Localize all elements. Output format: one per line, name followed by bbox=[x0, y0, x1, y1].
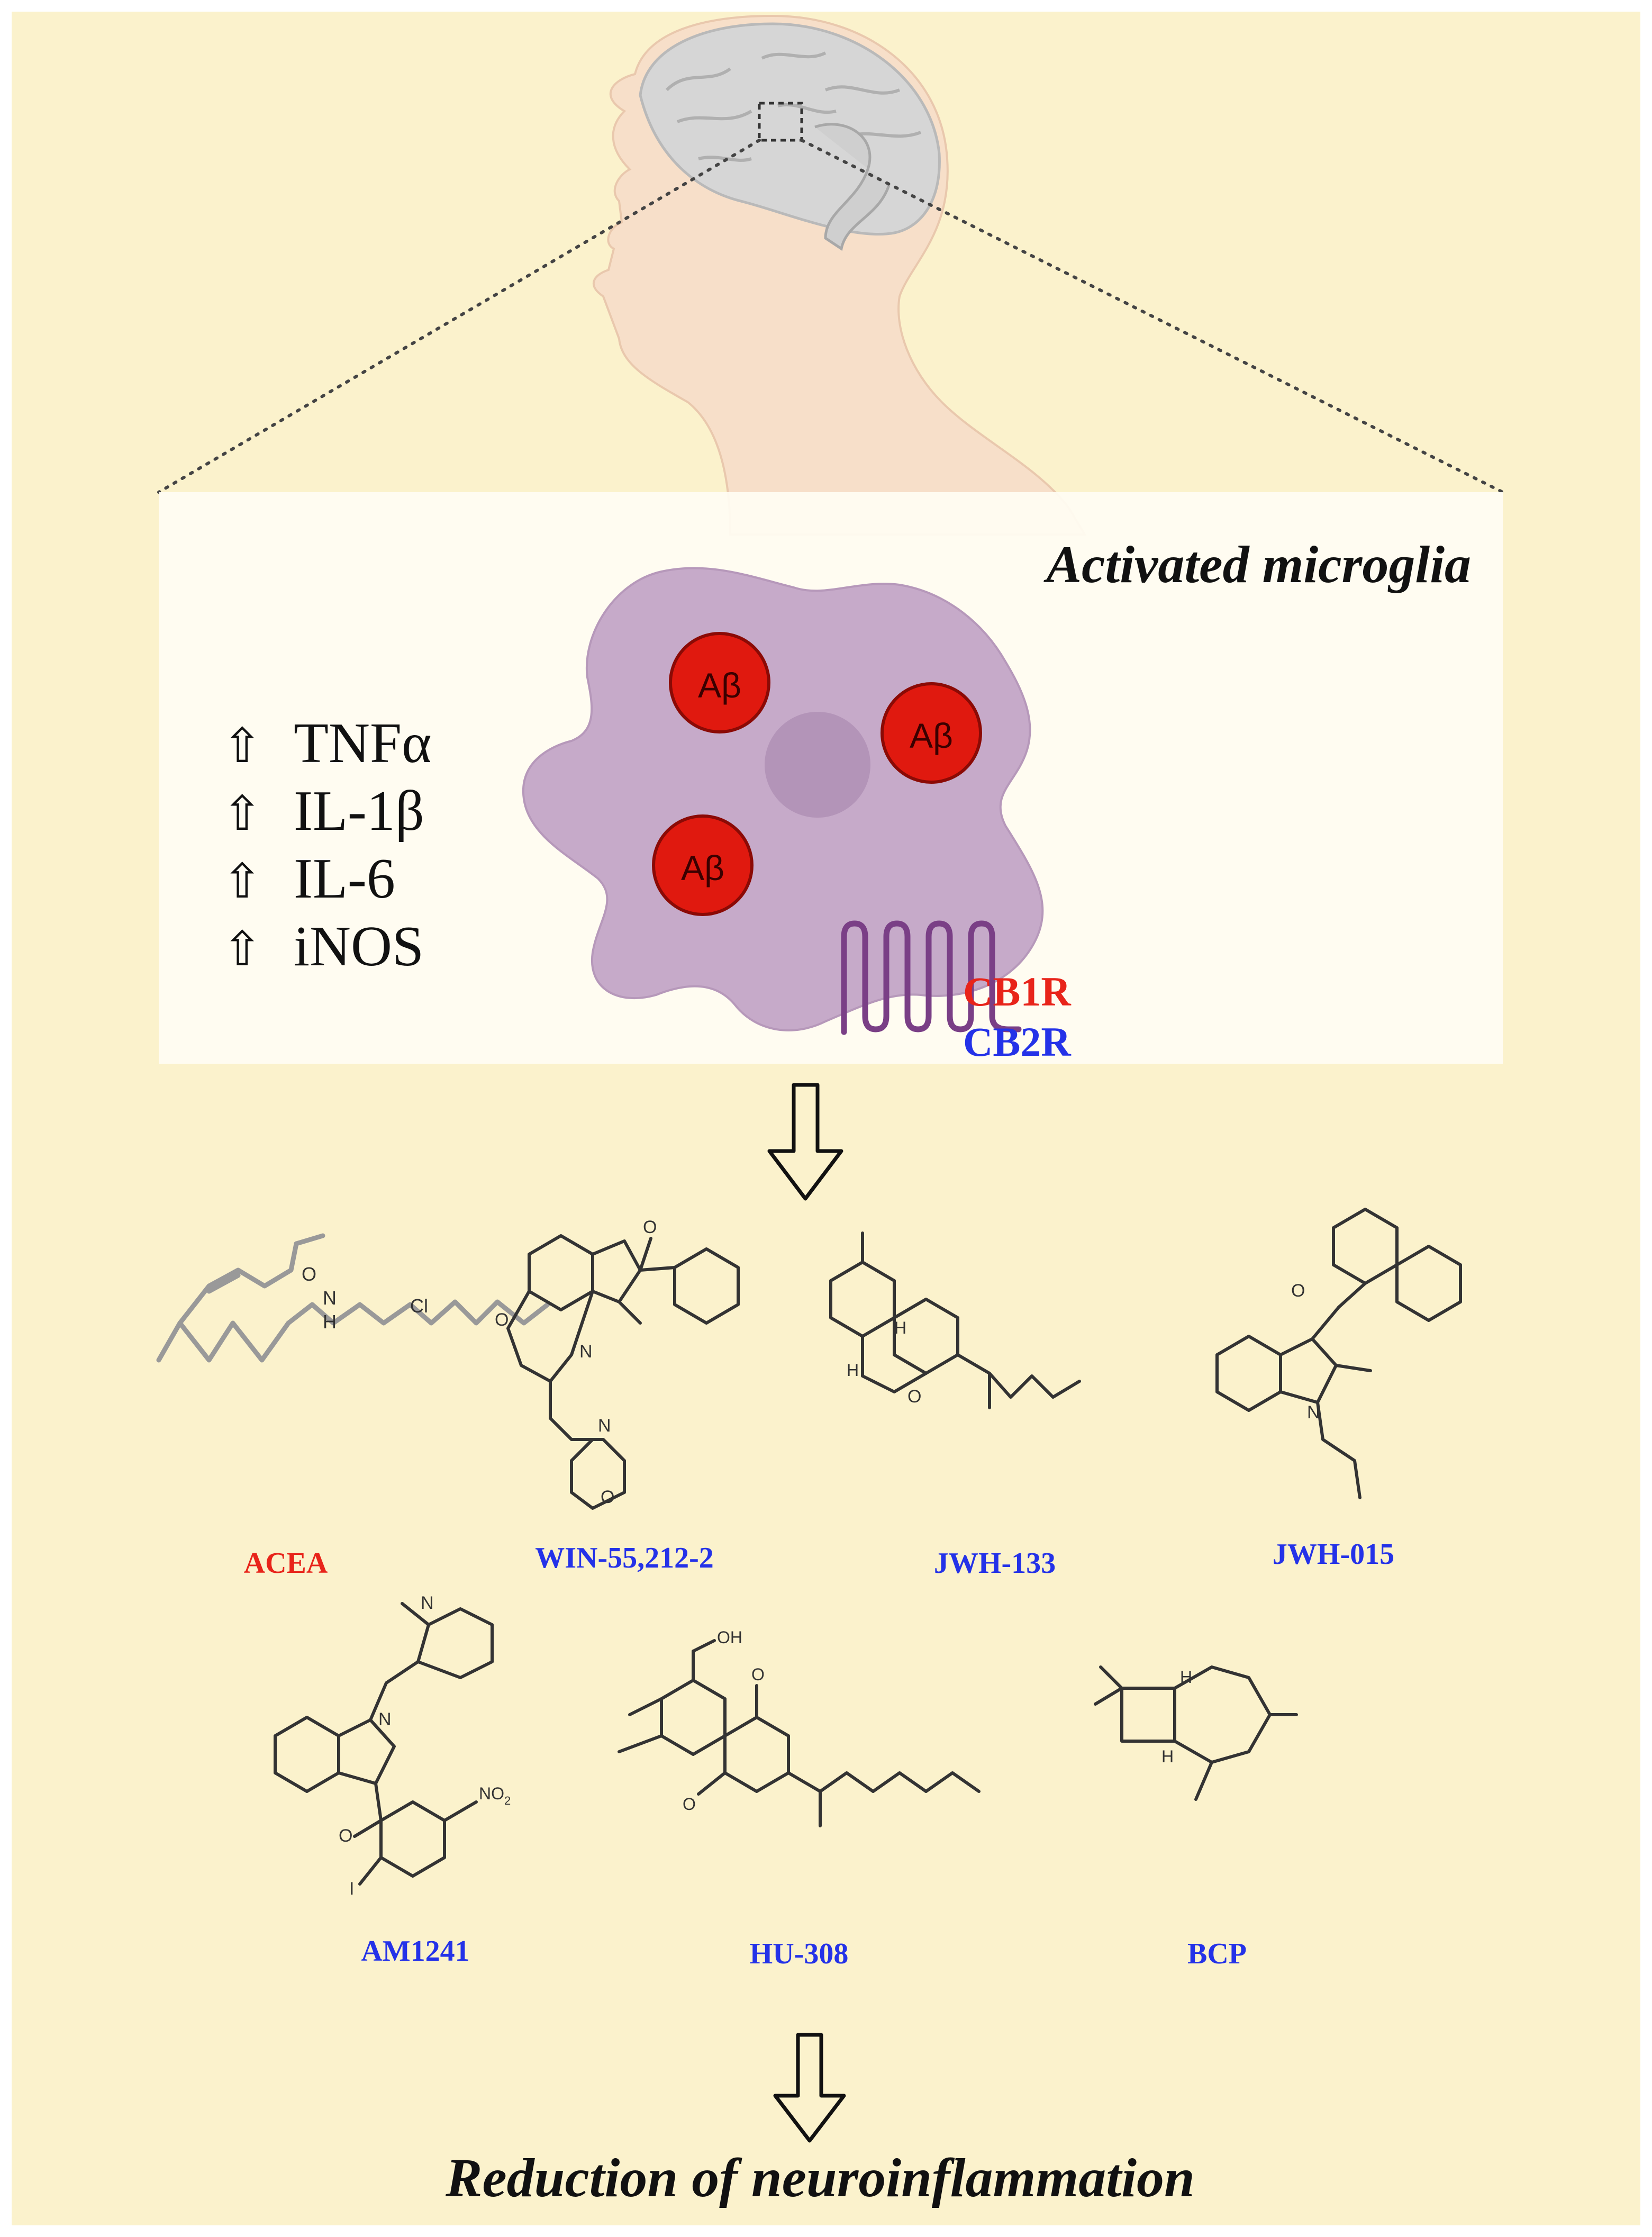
amyloid-label-3: Aβ bbox=[681, 848, 724, 887]
zoom-line-left bbox=[157, 139, 761, 494]
down-arrow-2 bbox=[773, 2033, 846, 2143]
zoom-line-right bbox=[800, 139, 1504, 494]
hu308-atom-o-1: O bbox=[751, 1665, 765, 1684]
cytokine-label-2: IL-6 bbox=[294, 847, 395, 910]
jwh133-atom-h-1: H bbox=[894, 1318, 906, 1337]
zoom-box bbox=[758, 102, 803, 142]
amyloid-2: Aβ bbox=[881, 682, 982, 784]
win-atom-n-2: N bbox=[598, 1416, 611, 1436]
bcp-atom-h-2: H bbox=[1161, 1747, 1174, 1766]
acea-atom-o: O bbox=[302, 1263, 316, 1285]
brainstem bbox=[814, 123, 891, 251]
jwh015-atom-n: N bbox=[1307, 1402, 1320, 1423]
am1241-atom-o: O bbox=[339, 1826, 352, 1846]
structure-am1241 bbox=[274, 1602, 494, 1886]
amyloid-1: Aβ bbox=[669, 632, 770, 733]
amyloid-3: Aβ bbox=[652, 814, 754, 916]
acea-atom-h: H bbox=[323, 1311, 337, 1333]
cannabinoid-receptor bbox=[841, 920, 1022, 1035]
amyloid-label-2: Aβ bbox=[910, 716, 953, 755]
down-arrow-1 bbox=[767, 1083, 843, 1201]
structure-jwh-133 bbox=[829, 1231, 1081, 1409]
conclusion-text: Reduction of neuroinflammation bbox=[445, 2148, 1195, 2208]
structure-hu-308 bbox=[618, 1639, 981, 1827]
am1241-atom-n-2: N bbox=[421, 1593, 434, 1613]
compound-label-jwh-133: JWH-133 bbox=[934, 1547, 1056, 1580]
am1241-atom-n-1: N bbox=[378, 1709, 392, 1729]
brain-folds bbox=[665, 51, 922, 162]
jwh133-atom-h-2: H bbox=[847, 1361, 859, 1380]
structure-acea bbox=[156, 1233, 550, 1363]
receptor-label-cb1r: CB1R bbox=[963, 968, 1072, 1015]
win-atom-o-3: O bbox=[601, 1487, 614, 1507]
compound-label-acea: ACEA bbox=[244, 1547, 328, 1580]
cytokine-list: ⇧ TNFα ⇧ IL-1β ⇧ IL-6 ⇧ iNOS bbox=[222, 712, 432, 978]
structure-jwh-015 bbox=[1215, 1208, 1462, 1499]
bcp-atom-h-1: H bbox=[1180, 1668, 1192, 1687]
structure-win55212-2 bbox=[506, 1234, 740, 1510]
structure-bcp bbox=[1094, 1665, 1298, 1801]
am1241-atom-no2: NO2 bbox=[479, 1784, 511, 1807]
amyloid-label-1: Aβ bbox=[698, 666, 741, 705]
am1241-no2-subscript: 2 bbox=[504, 1794, 511, 1807]
head-illustration bbox=[157, 14, 1504, 536]
compound-label-hu-308: HU-308 bbox=[750, 1937, 849, 1970]
cytokine-arrow-0: ⇧ bbox=[222, 720, 262, 773]
win-atom-o-2: O bbox=[495, 1310, 509, 1330]
cytokine-label-3: iNOS bbox=[294, 915, 424, 978]
am1241-no-text: NO bbox=[479, 1784, 504, 1803]
compound-label-am1241: AM1241 bbox=[361, 1935, 469, 1968]
compound-label-jwh-015: JWH-015 bbox=[1273, 1538, 1394, 1571]
jwh133-atom-o: O bbox=[907, 1387, 921, 1407]
hu308-atom-o-2: O bbox=[683, 1795, 696, 1814]
compound-label-bcp: BCP bbox=[1187, 1937, 1247, 1970]
cytokine-label-1: IL-1β bbox=[294, 780, 424, 843]
jwh015-atom-o: O bbox=[1291, 1281, 1305, 1301]
win-atom-n-1: N bbox=[579, 1342, 593, 1362]
am1241-atom-i: I bbox=[349, 1879, 354, 1899]
hu308-atom-oh: OH bbox=[717, 1628, 742, 1647]
compound-label-win55212-2: WIN-55,212-2 bbox=[535, 1542, 714, 1574]
cell-nucleus bbox=[765, 712, 870, 818]
panel-title: Activated microglia bbox=[1043, 535, 1471, 594]
cytokine-label-0: TNFα bbox=[294, 712, 432, 775]
cytokine-arrow-1: ⇧ bbox=[222, 788, 262, 840]
acea-atom-n: N bbox=[323, 1287, 337, 1309]
acea-atom-cl: Cl bbox=[410, 1295, 428, 1317]
win-atom-o-1: O bbox=[643, 1217, 657, 1237]
cytokine-arrow-3: ⇧ bbox=[222, 923, 262, 976]
cytokine-arrow-2: ⇧ bbox=[222, 856, 262, 908]
receptor-label-cb2r: CB2R bbox=[963, 1019, 1072, 1065]
